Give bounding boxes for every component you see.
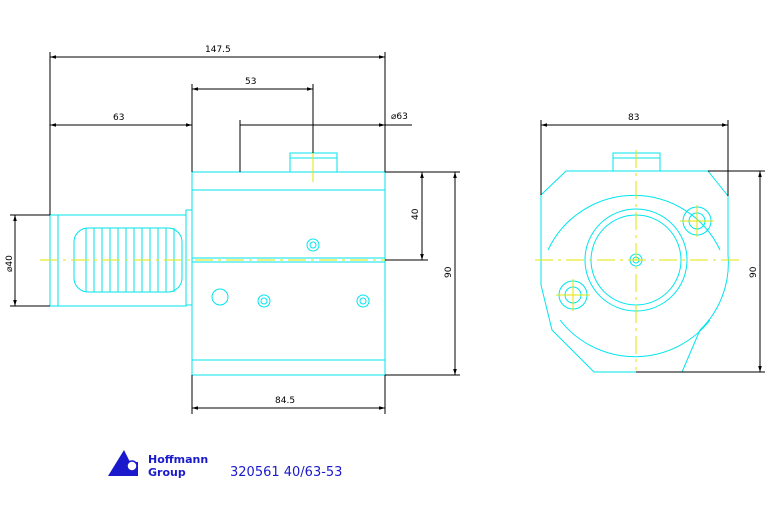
side-view — [40, 150, 400, 376]
side-hole-4 — [356, 294, 370, 308]
front-view — [535, 150, 740, 373]
dim-overall-length: 147.5 — [205, 45, 231, 55]
dim-length-84-5: 84.5 — [275, 396, 295, 406]
hoffmann-logo: Hoffmann Group — [108, 450, 208, 479]
part-number: 320561 40/63-53 — [230, 465, 342, 480]
front-view-dimensions: 83 90 — [540, 113, 765, 373]
title-block: Hoffmann Group 320561 40/63-53 — [108, 450, 342, 480]
dim-diameter-40: ⌀40 — [5, 255, 15, 272]
dim-height-90-side: 90 — [444, 266, 454, 278]
dim-height-90-front: 90 — [749, 266, 759, 278]
logo-line2: Group — [148, 466, 186, 479]
side-view-dimensions: 147.5 53 63 ⌀63 ⌀40 40 90 84.5 — [5, 45, 460, 414]
dim-diameter-63: ⌀63 — [391, 112, 408, 122]
logo-line1: Hoffmann — [148, 453, 208, 466]
dim-length-53: 53 — [245, 77, 256, 87]
dim-height-40: 40 — [411, 208, 421, 220]
dim-width-83: 83 — [628, 113, 639, 123]
holder-body — [191, 171, 386, 376]
side-hole-3 — [257, 294, 271, 308]
dim-length-63: 63 — [113, 113, 124, 123]
side-hole-1 — [306, 238, 320, 252]
side-hole-2 — [211, 288, 229, 306]
shank-serrations — [85, 228, 175, 292]
front-body-outline — [540, 170, 729, 373]
